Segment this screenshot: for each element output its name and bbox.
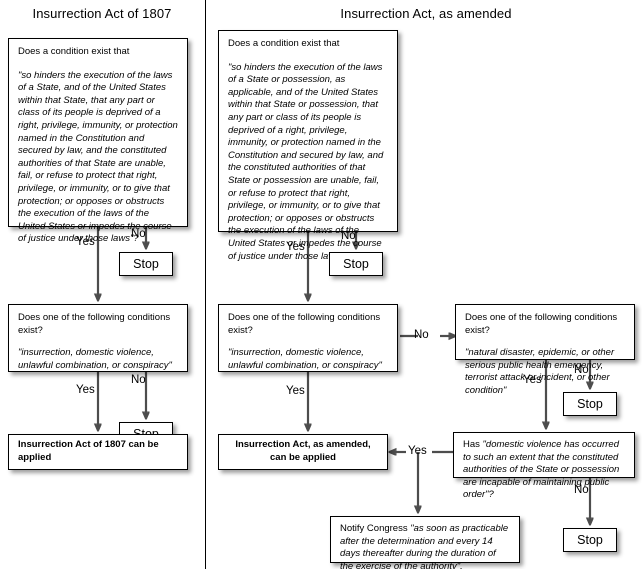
left-condition-1-quote: "so hinders the execution of the laws of… <box>18 69 178 245</box>
right-condition-3-quote: "natural disaster, epidemic, or other se… <box>465 347 615 396</box>
left-branch-1-no-label: No <box>131 228 146 240</box>
right-condition-2-quote: "insurrection, domestic violence, unlawf… <box>228 347 382 371</box>
left-branch-1-yes-label: Yes <box>76 236 95 248</box>
right-branch-2-yes-label: Yes <box>286 385 305 397</box>
right-condition-1-question: Does a condition exist that <box>228 38 340 49</box>
right-stop-3-box[interactable]: Stop <box>563 528 617 552</box>
right-condition-3-box[interactable]: Does one of the following conditions exi… <box>455 304 635 396</box>
right-branch-3-no-label: No <box>574 364 589 376</box>
right-condition-3-question: Does one of the following conditions exi… <box>465 312 618 336</box>
notify-congress-quote: "as soon as practicable after the determ… <box>340 523 509 569</box>
right-branch-3-yes-label: Yes <box>523 374 542 386</box>
right-result-line-2: can be applied <box>270 452 336 463</box>
notify-congress-text: Notify Congress "as soon as practicable … <box>340 523 508 569</box>
page-title-left: Insurrection Act of 1807 <box>32 6 172 21</box>
right-result-box[interactable]: Insurrection Act, as amended, can be app… <box>218 434 388 470</box>
left-result-label: Insurrection Act of 1807 can be applied <box>18 439 159 463</box>
right-condition-2-box[interactable]: Does one of the following conditions exi… <box>218 304 398 372</box>
right-result-line-1: Insurrection Act, as amended, <box>235 439 371 451</box>
left-condition-2-box[interactable]: Does one of the following conditions exi… <box>8 304 188 372</box>
page-title-right: Insurrection Act, as amended <box>340 6 512 21</box>
right-condition-1-quote: "so hinders the execution of the laws of… <box>228 61 384 262</box>
notify-congress-box[interactable]: Notify Congress "as soon as practicable … <box>330 516 520 569</box>
left-branch-2-yes-label: Yes <box>76 384 95 396</box>
right-branch-2-no-label: No <box>414 329 429 341</box>
left-condition-1-question: Does a condition exist that <box>18 46 130 57</box>
right-condition-4-prefix: Has <box>463 439 483 450</box>
right-stop-1-box[interactable]: Stop <box>329 252 383 276</box>
right-branch-4-no-label: No <box>574 484 589 496</box>
left-stop-1-box[interactable]: Stop <box>119 252 173 276</box>
right-branch-1-yes-label: Yes <box>286 241 305 253</box>
panel-divider <box>205 0 206 569</box>
notify-congress-prefix: Notify Congress <box>340 523 411 534</box>
right-stop-2-box[interactable]: Stop <box>563 392 617 416</box>
right-condition-4-quote: "domestic violence has occurred to such … <box>463 439 620 501</box>
left-result-box[interactable]: Insurrection Act of 1807 can be applied <box>8 434 188 470</box>
right-condition-2-question: Does one of the following conditions exi… <box>228 312 381 336</box>
right-condition-4-text: Has "domestic violence has occurred to s… <box>463 439 619 500</box>
left-condition-1-box[interactable]: Does a condition exist that "so hinders … <box>8 38 188 244</box>
left-condition-2-question: Does one of the following conditions exi… <box>18 312 171 336</box>
right-condition-1-box[interactable]: Does a condition exist that "so hinders … <box>218 30 398 262</box>
left-condition-2-quote: "insurrection, domestic violence, unlawf… <box>18 347 172 371</box>
right-branch-4-yes-label: Yes <box>408 445 427 457</box>
right-condition-4-box[interactable]: Has "domestic violence has occurred to s… <box>453 432 635 500</box>
right-branch-1-no-label: No <box>341 230 356 242</box>
left-branch-2-no-label: No <box>131 374 146 386</box>
